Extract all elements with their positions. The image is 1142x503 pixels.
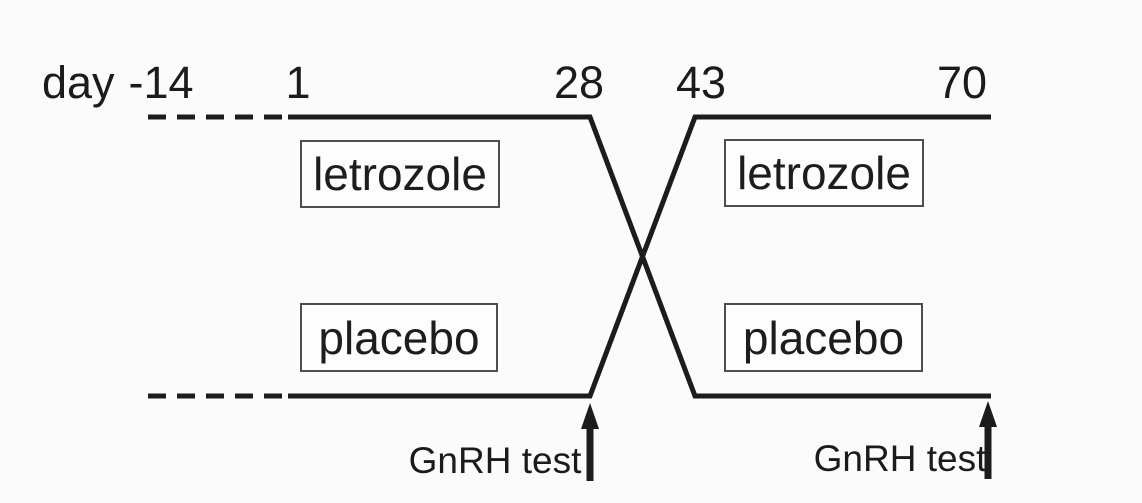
tick-day-43: 43 [675,57,727,108]
gnrh-test-label-day70: GnRH test [813,438,987,479]
gnrh-arrow-day70 [979,401,997,479]
tick-day-70: 70 [936,57,988,108]
letrozole-box-period1: letrozole [300,140,500,208]
gnrh-arrow-day28-head [581,403,599,429]
letrozole-box-period2: letrozole [724,139,924,207]
placebo-box-period1: placebo [300,303,498,372]
tick-day-minus14: -14 [128,57,194,108]
gnrh-arrow-day70-head [979,401,997,427]
tick-day-28: 28 [553,57,605,108]
gnrh-arrow-day28 [581,403,599,481]
tick-day-1: 1 [285,57,311,108]
gnrh-test-label-day28: GnRH test [408,440,582,481]
arm2-crossover-path [288,114,991,399]
placebo-box-period2: placebo [724,303,923,372]
axis-day-label: day [42,57,115,108]
